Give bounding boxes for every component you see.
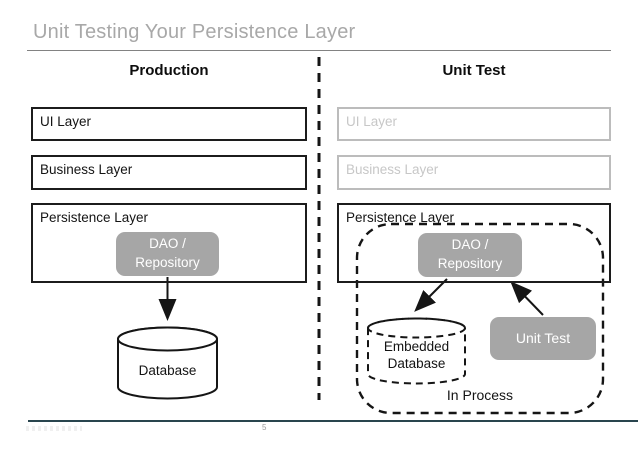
database-label: Database (138, 363, 197, 378)
page-number: 5 (262, 423, 267, 432)
dao-label-line1: DAO / (451, 237, 489, 253)
footer-watermark (26, 426, 82, 431)
slide-title: Unit Testing Your Persistence Layer (33, 21, 356, 43)
embedded-database-label: Embedded Database (368, 338, 465, 372)
dao-label-line2: Repository (135, 255, 200, 270)
footer-divider-line (28, 420, 638, 422)
dao-label-line1: DAO / (149, 236, 186, 252)
production-ui-layer-box: UI Layer (31, 107, 307, 141)
database-cylinder (117, 326, 218, 400)
dao-label-line2: Repository (437, 256, 503, 271)
embedded-database-label-line1: Embedded (383, 339, 450, 354)
embedded-database-cylinder (367, 317, 466, 385)
unittest-ui-layer-box: UI Layer (337, 107, 611, 141)
production-dao-repository-box: DAO / Repository (116, 232, 219, 276)
title-divider-line (27, 50, 611, 51)
unit-test-box-label: Unit Test (515, 329, 571, 346)
in-process-label: In Process (446, 387, 514, 403)
unit-test-box: Unit Test (490, 317, 596, 360)
production-persistence-layer-box: Persistence Layer (31, 203, 307, 283)
arrow-unittest-to-dao (510, 281, 544, 316)
unittest-dao-repository-box: DAO / Repository (418, 233, 522, 277)
in-process-boundary (355, 222, 605, 415)
column-heading-unit-test: Unit Test (442, 62, 506, 79)
arrow-dao-to-embedded-database (414, 278, 448, 312)
unittest-persistence-layer-box: Persistence Layer (337, 203, 611, 283)
unittest-business-layer-box: Business Layer (337, 155, 611, 190)
embedded-database-label-line2: Database (387, 356, 446, 371)
column-heading-production: Production (129, 62, 209, 79)
production-business-layer-box: Business Layer (31, 155, 307, 190)
